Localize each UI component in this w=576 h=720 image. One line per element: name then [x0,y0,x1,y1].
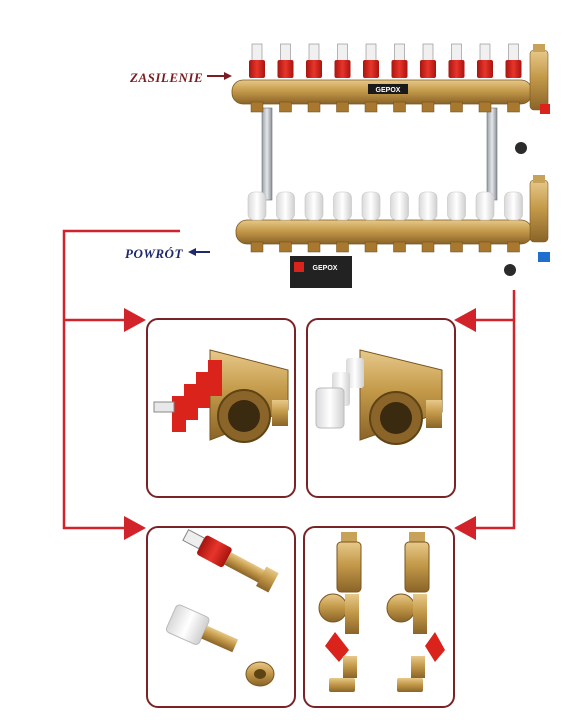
flow-meter [391,43,408,78]
outlet-connector [450,241,463,253]
valve-cap [304,191,324,221]
valve-cap [361,191,381,221]
outlet-connector [507,241,520,253]
outlet-connector [250,241,264,253]
valve-inserts-image [165,529,279,687]
outlet-connector [478,241,492,253]
supply-manifold: GEPOX [231,43,533,113]
supply-label: ZASILENIE [130,70,204,85]
flow-meter [448,43,465,78]
return-label: POWRÓT [125,246,183,261]
outlet-connector [279,101,292,113]
flow-lines [62,229,516,530]
logo-box-text: GEPOX [313,265,338,272]
arrow-left-icon [188,248,210,256]
outlet-connector [507,101,520,113]
flow-meter [249,43,265,78]
valve-inserts-panel [146,526,296,708]
outlet-connector [393,101,406,113]
arrow-right-icon [207,72,232,80]
outlet-connector [307,241,321,253]
valve-cap [418,191,438,221]
valve-cap [247,191,267,221]
gepox-box: GEPOX [290,256,352,288]
flow-meter [363,43,379,78]
valve-cap [333,191,352,221]
valve-cap [390,191,409,221]
mounting-bracket [261,107,498,201]
outlet-connector [421,101,435,113]
outlet-connector [336,101,349,113]
outlet-connector [364,101,378,113]
outlet-connector [336,241,349,253]
gepox-logo [368,84,408,94]
return-closeup-panel [306,318,456,498]
valve-cap [504,191,523,221]
valve-cap [447,191,466,221]
flow-meter [505,43,522,78]
logo-text: GEPOX [376,87,401,94]
outlet-connector [393,241,406,253]
outlet-connector [450,101,463,113]
outlet-connector [279,241,292,253]
return-manifold [235,191,533,253]
air-vent-image [318,532,445,692]
valve-cap [276,191,295,221]
flow-meter [306,43,322,78]
outlet-connector [250,101,264,113]
air-vent-assembly [504,44,550,276]
supply-closeup-image [153,349,289,443]
outlet-connector [478,101,492,113]
outlet-connector [307,101,321,113]
return-closeup-image [315,349,443,445]
outlet-connector [421,241,435,253]
air-vent-panel [303,526,455,708]
flow-meter [277,43,294,78]
valve-cap [475,191,495,221]
flow-meter [420,43,436,78]
outlet-connector [364,241,378,253]
supply-closeup-panel [146,318,296,498]
flow-arrowheads [124,308,476,540]
flow-meter [477,43,493,78]
flow-meter [334,43,351,78]
